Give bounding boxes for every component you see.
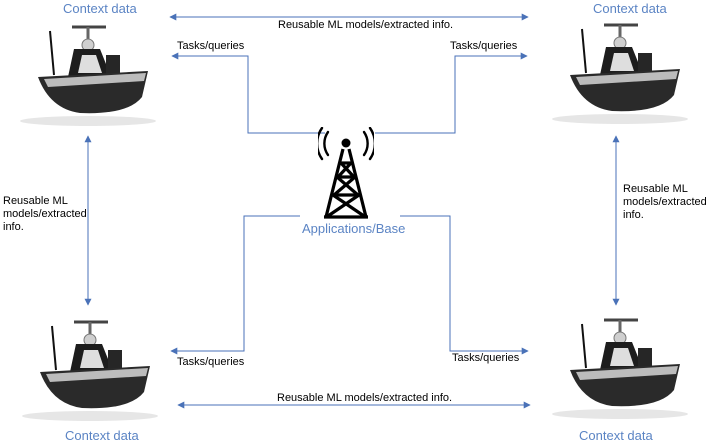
tasks-label-top-left: Tasks/queries: [177, 40, 245, 52]
left-link-label: Reusable ML models/extracted info.: [3, 195, 87, 233]
context-label-bottom-right: Context data: [579, 428, 653, 443]
tasks-label-bottom-right: Tasks/queries: [452, 352, 520, 364]
right-link-label: Reusable ML models/extracted info.: [623, 183, 706, 221]
context-label-top-right: Context data: [593, 1, 667, 16]
boat-icon: [22, 320, 158, 421]
boat-icon: [20, 25, 156, 126]
task-connector-top-left: [171, 52, 325, 134]
tasks-label-top-right: Tasks/queries: [450, 40, 518, 52]
task-connector-top-right: [375, 52, 528, 134]
task-connector-bottom-right: [400, 215, 529, 355]
bottom-link-label: Reusable ML models/extracted info.: [277, 392, 453, 404]
context-label-bottom-left: Context data: [65, 428, 139, 443]
boat-icon: [552, 318, 688, 419]
context-label-top-left: Context data: [63, 1, 137, 16]
boat-icon: [552, 23, 688, 124]
radio-tower-icon: [318, 127, 374, 219]
base-label: Applications/Base: [302, 221, 406, 236]
tasks-label-bottom-left: Tasks/queries: [177, 356, 245, 368]
top-link-label: Reusable ML models/extracted info.: [278, 19, 454, 31]
task-connector-bottom-left: [170, 215, 300, 355]
